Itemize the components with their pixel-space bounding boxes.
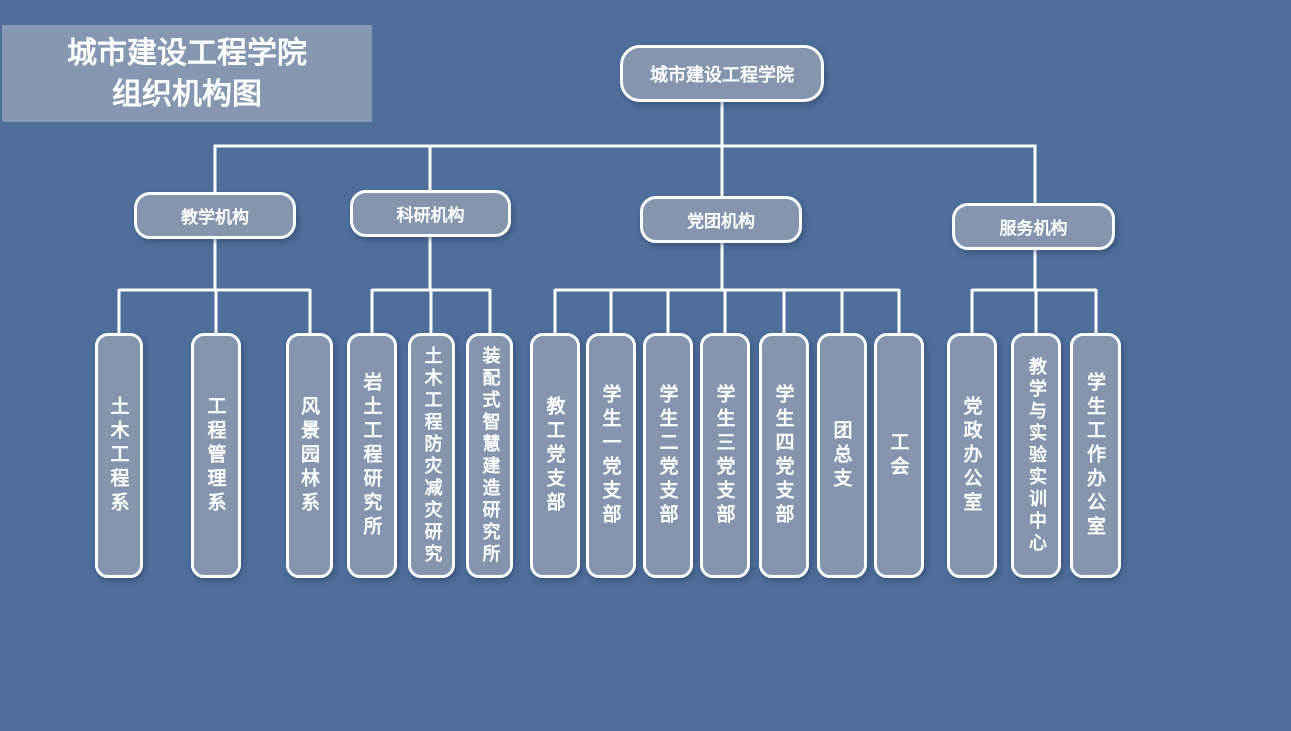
branch-teaching-orgs: 教学机构: [134, 192, 296, 239]
diagram-title-line-2: 组织机构图: [112, 76, 262, 112]
leaf-youth-league-committee: 团总支: [817, 333, 867, 578]
branch-party-orgs-label: 党团机构: [687, 212, 755, 232]
leaf-prefab-smart-construction-institute: 装配式智慧建造研究所: [466, 333, 513, 578]
root-node-label: 城市建设工程学院: [650, 64, 794, 86]
leaf-prefab-smart-construction-institute-label: 装配式智慧建造研究所: [479, 345, 501, 566]
leaf-student-party-branch-2: 学生二党支部: [643, 333, 693, 578]
diagram-title: 城市建设工程学院 组织机构图: [2, 25, 372, 122]
leaf-student-party-branch-4: 学生四党支部: [759, 333, 809, 578]
leaf-faculty-party-branch-label: 教工党支部: [543, 395, 566, 516]
leaf-teaching-experiment-training-center-label: 教学与实验实训中心: [1026, 356, 1047, 555]
leaf-civil-disaster-prevention-research: 土木工程防灾减灾研究: [408, 333, 455, 578]
branch-research-orgs-label: 科研机构: [396, 206, 465, 226]
leaf-engineering-management-dept: 工程管理系: [191, 333, 241, 578]
leaf-landscape-architecture-dept-label: 风景园林系: [298, 395, 320, 516]
leaf-labor-union: 工会: [874, 333, 924, 578]
branch-service-orgs-label: 服务机构: [999, 219, 1068, 239]
leaf-engineering-management-dept-label: 工程管理系: [204, 395, 227, 516]
leaf-student-party-branch-3: 学生三党支部: [700, 333, 750, 578]
diagram-title-line-1: 城市建设工程学院: [67, 35, 307, 71]
branch-teaching-orgs-label: 教学机构: [181, 208, 249, 228]
leaf-student-party-branch-1-label: 学生一党支部: [599, 383, 622, 528]
leaf-student-party-branch-1: 学生一党支部: [586, 333, 636, 578]
leaf-landscape-architecture-dept: 风景园林系: [286, 333, 333, 578]
leaf-faculty-party-branch: 教工党支部: [530, 333, 580, 578]
branch-service-orgs: 服务机构: [952, 203, 1115, 250]
leaf-youth-league-committee-label: 团总支: [830, 419, 853, 492]
leaf-party-admin-office: 党政办公室: [947, 333, 997, 578]
root-node: 城市建设工程学院: [620, 45, 824, 102]
leaf-civil-disaster-prevention-research-label: 土木工程防灾减灾研究: [421, 345, 443, 566]
leaf-labor-union-label: 工会: [887, 431, 910, 480]
leaf-civil-engineering-dept-label: 土木工程系: [107, 395, 130, 516]
leaf-party-admin-office-label: 党政办公室: [960, 395, 983, 516]
leaf-student-affairs-office: 学生工作办公室: [1070, 333, 1121, 578]
branch-research-orgs: 科研机构: [350, 190, 511, 237]
leaf-geotechnical-engineering-institute-label: 岩土工程研究所: [360, 371, 383, 540]
leaf-student-party-branch-4-label: 学生四党支部: [772, 383, 795, 528]
leaf-civil-engineering-dept: 土木工程系: [95, 333, 143, 578]
leaf-student-party-branch-3-label: 学生三党支部: [713, 383, 736, 528]
leaf-student-affairs-office-label: 学生工作办公室: [1084, 371, 1106, 540]
leaf-geotechnical-engineering-institute: 岩土工程研究所: [347, 333, 397, 578]
leaf-student-party-branch-2-label: 学生二党支部: [656, 383, 679, 528]
branch-party-orgs: 党团机构: [640, 196, 802, 243]
leaf-teaching-experiment-training-center: 教学与实验实训中心: [1011, 333, 1061, 578]
